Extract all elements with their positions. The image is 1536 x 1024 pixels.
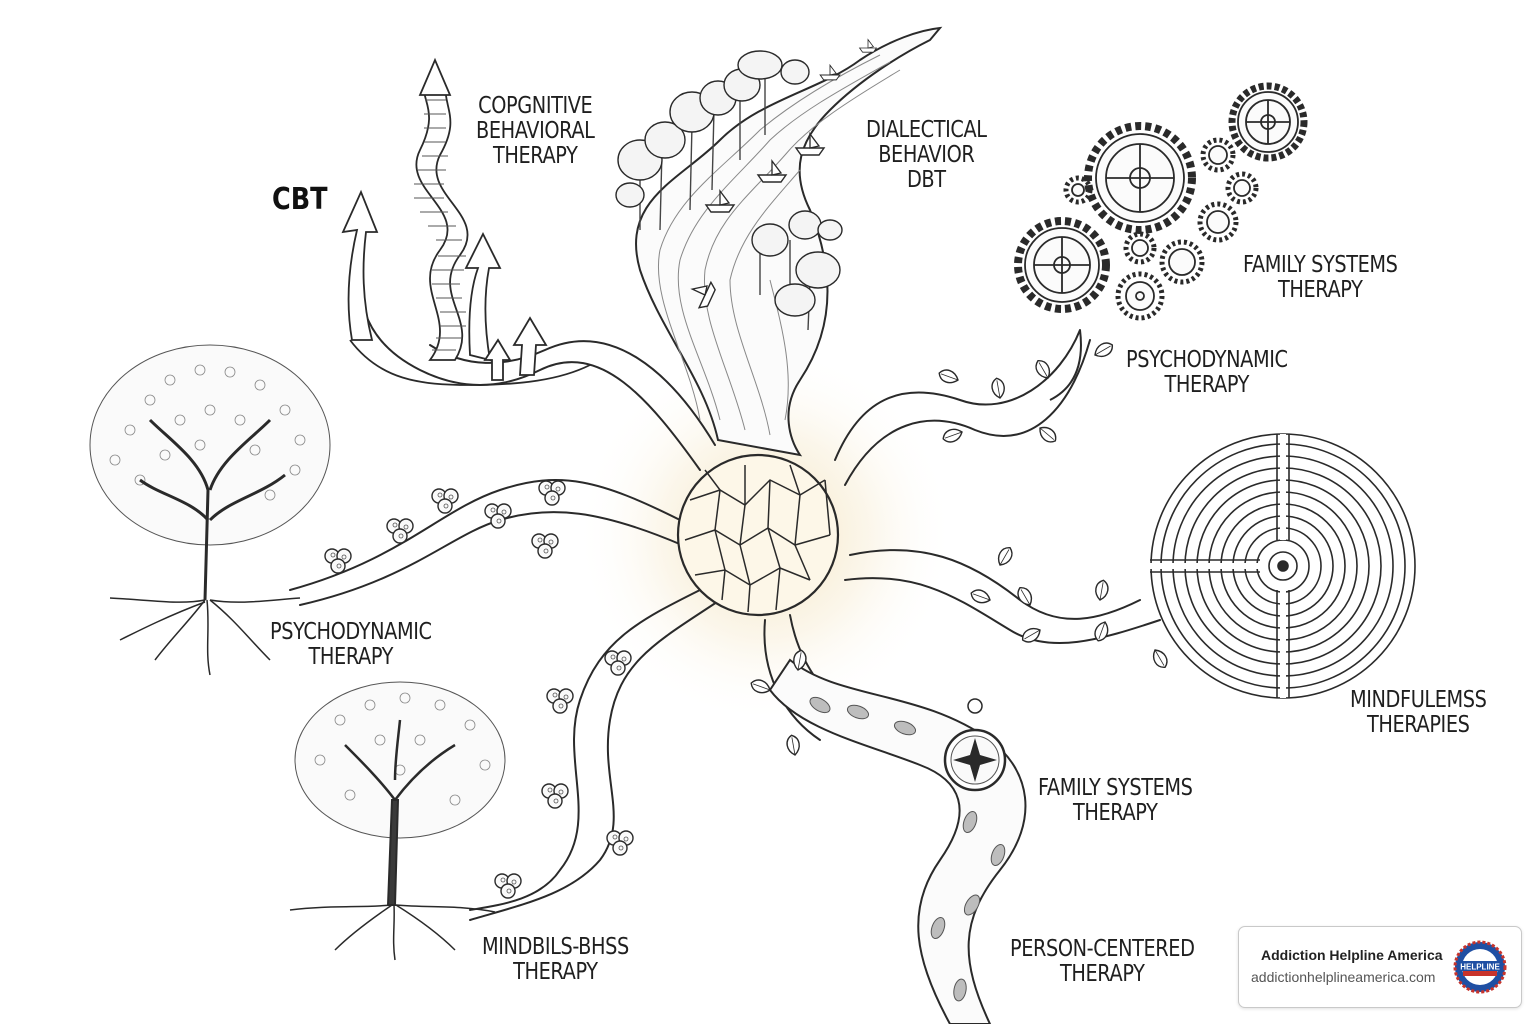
label-line: MINDFULEMSS: [1350, 687, 1487, 713]
cbt-staircase: [341, 57, 591, 386]
label-person-centered: PERSON-CENTERED THERAPY: [1010, 937, 1195, 987]
label-cbt: CBT: [272, 182, 328, 217]
gear-left: [1014, 217, 1110, 313]
label-family-systems-compass: FAMILY SYSTEMS THERAPY: [1038, 775, 1193, 826]
label-psychodynamic-vine: PSYCHODYNAMIC THERAPY: [1126, 348, 1288, 398]
label-line: MINDBILS-BHSS: [482, 934, 629, 960]
label-mindbils: MINDBILS-BHSS THERAPY: [482, 935, 629, 985]
label-line: PERSON-CENTERED: [1010, 936, 1195, 962]
center-sphere: [676, 453, 840, 617]
tree-lower-left: [289, 681, 506, 961]
label-mindfulness: MINDFULEMSS THERAPIES: [1350, 688, 1487, 738]
label-dialectical: DIALECTICAL BEHAVIOR DBT: [866, 118, 987, 193]
helpline-badge[interactable]: Addiction Helpline America addictionhelp…: [1238, 926, 1522, 1008]
label-line: DBT: [906, 167, 946, 193]
label-line: THERAPY: [1277, 277, 1363, 303]
helpline-seal-icon: HELPLINE: [1453, 940, 1507, 994]
seal-text: HELPLINE: [1460, 963, 1500, 972]
label-family-systems-gears: FAMILY SYSTEMS THERAPY: [1243, 252, 1398, 303]
label-line: THERAPY: [513, 959, 598, 985]
label-psychodynamic-tree: PSYCHODYNAMIC THERAPY: [270, 620, 432, 670]
label-line: THERAPY: [1164, 372, 1250, 398]
label-line: FAMILY SYSTEMS: [1038, 775, 1193, 801]
label-line: THERAPY: [1060, 961, 1145, 987]
label-line: PSYCHODYNAMIC: [1126, 347, 1288, 373]
vine-lower-berries: [494, 650, 634, 899]
label-cognitive-behavioral: COPGNITIVE BEHAVIORAL THERAPY: [476, 94, 595, 169]
vine-upper-right: [936, 329, 1117, 447]
footprint-path: [768, 658, 1027, 1024]
tree-left: [89, 344, 331, 676]
label-line: PSYCHODYNAMIC: [270, 619, 432, 645]
river-forest: [615, 50, 843, 331]
gear-large: [1084, 122, 1196, 234]
badge-name: Addiction Helpline America: [1261, 947, 1443, 963]
maze: [1150, 433, 1416, 699]
label-line: THERAPIES: [1367, 712, 1470, 738]
label-line: DIALECTICAL: [866, 117, 987, 143]
label-line: COPGNITIVE: [478, 93, 593, 119]
gear-top-right: [1228, 82, 1308, 162]
label-line: THERAPY: [308, 644, 394, 670]
vine-left-berries: [324, 480, 566, 574]
badge-url[interactable]: addictionhelplineamerica.com: [1251, 969, 1436, 985]
vine-maze: [968, 543, 1171, 672]
compass-icon: [943, 698, 1007, 792]
label-line: BEHAVIORAL: [476, 118, 595, 144]
gear-small-cluster: [1063, 137, 1259, 321]
gears: [1014, 82, 1308, 321]
label-line: THERAPY: [1072, 800, 1158, 826]
label-line: FAMILY SYSTEMS: [1243, 252, 1398, 278]
label-line: THERAPY: [493, 143, 578, 169]
label-line: BEHAVIOR: [878, 142, 975, 168]
